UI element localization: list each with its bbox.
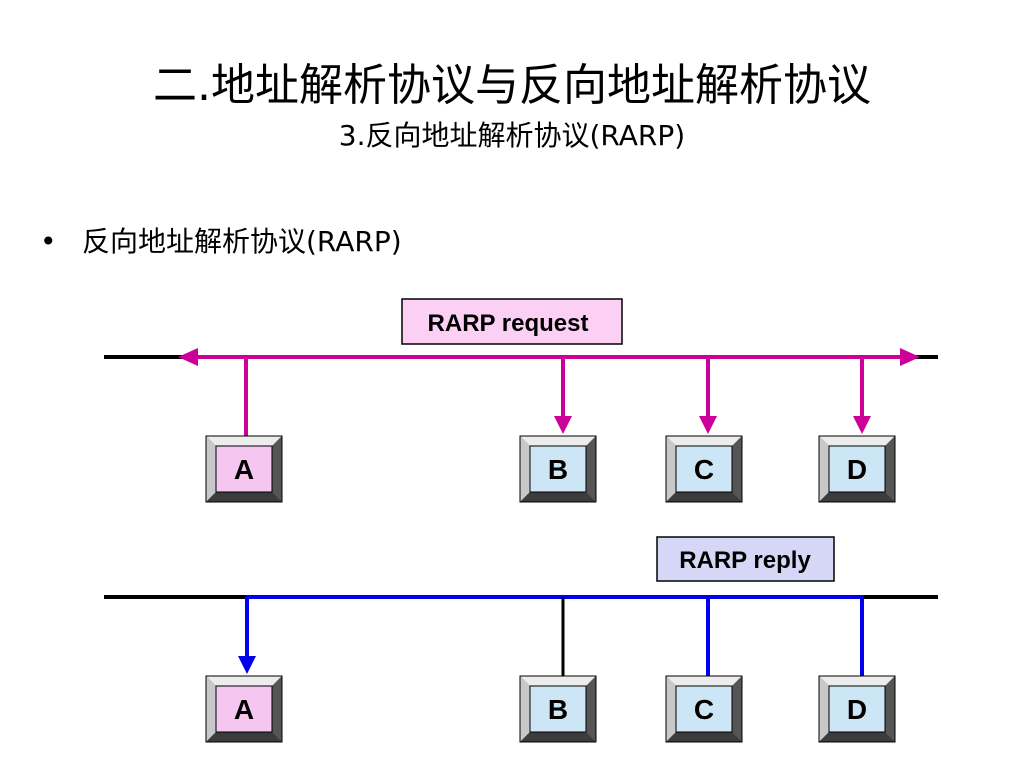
request-arrow-d-icon [853, 416, 871, 434]
page-title: 二.地址解析协议与反向地址解析协议 [153, 60, 871, 111]
request-label: RARP request [428, 310, 589, 337]
reply-node-d-label: D [847, 694, 867, 725]
request-arrow-b-icon [554, 416, 572, 434]
request-node-a: A [205, 435, 283, 503]
request-arrow-right-icon [900, 348, 920, 366]
request-node-d-label: D [847, 454, 867, 485]
request-arrow-c-icon [699, 416, 717, 434]
request-node-c-label: C [694, 454, 714, 485]
request-diagram: RARP request A B [104, 298, 938, 503]
request-arrow-left-icon [178, 348, 198, 366]
reply-node-b-label: B [548, 694, 568, 725]
reply-node-a-label: A [234, 694, 254, 725]
reply-node-a: A [205, 675, 283, 743]
reply-node-c: C [665, 675, 743, 743]
reply-diagram: RARP reply A B [104, 536, 938, 743]
request-node-b: B [519, 435, 597, 503]
bullet-text: 反向地址解析协议(RARP) [82, 225, 402, 258]
request-label-box [401, 298, 623, 345]
request-node-b-label: B [548, 454, 568, 485]
request-node-c: C [665, 435, 743, 503]
bullet-item: • 反向地址解析协议(RARP) [40, 222, 402, 262]
request-node-a-label: A [234, 454, 254, 485]
bullet-icon: • [40, 225, 57, 258]
page-subtitle: 3.反向地址解析协议(RARP) [338, 119, 686, 152]
reply-arrow-a-icon [238, 656, 256, 674]
reply-node-c-label: C [694, 694, 714, 725]
reply-node-d: D [818, 675, 896, 743]
reply-label: RARP reply [679, 547, 811, 574]
reply-node-b: B [519, 675, 597, 743]
reply-label-box [656, 536, 835, 582]
request-node-d: D [818, 435, 896, 503]
